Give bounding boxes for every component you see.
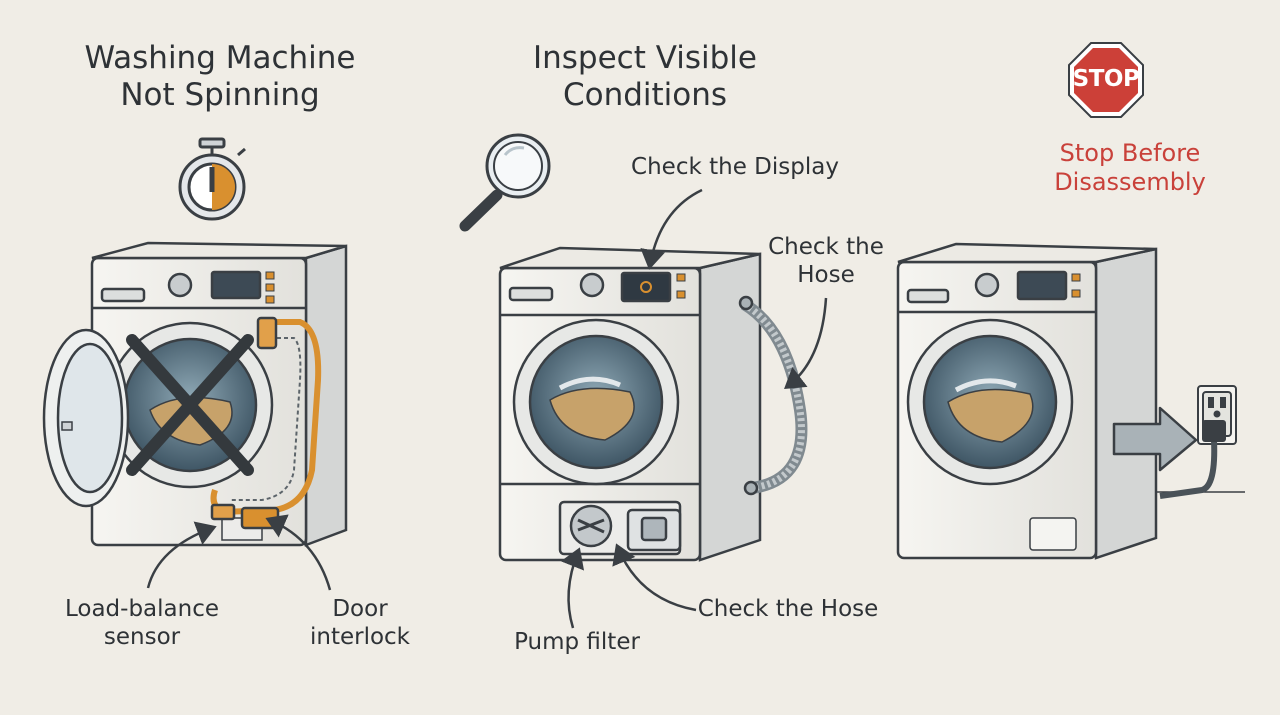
hose-top-label-line1: Check the xyxy=(768,234,884,260)
arrow-right-icon xyxy=(1112,406,1198,472)
panel2-title-line1: Inspect Visible xyxy=(532,40,757,76)
cross-mark-icon xyxy=(126,334,254,476)
check-hose-top-label: Check the Hose xyxy=(752,234,900,289)
panel2-title-line2: Conditions xyxy=(562,77,728,114)
power-cord xyxy=(1159,420,1226,499)
magnifying-glass-icon xyxy=(459,133,551,232)
washer-unplugged xyxy=(896,242,1158,560)
panel2-title: Inspect Visible Conditions xyxy=(490,40,800,114)
pump-filter-label: Pump filter xyxy=(514,629,640,655)
panel1-title: Washing Machine Not Spinning xyxy=(70,40,370,114)
door-label-line2: interlock xyxy=(309,623,411,650)
sensor-pointer-arrow xyxy=(146,521,217,589)
stop-sign-icon xyxy=(1068,42,1144,118)
panel1-title-line2: Not Spinning xyxy=(120,77,320,114)
sensor-label-line1: Load-balance xyxy=(64,596,220,622)
washer-inspection xyxy=(498,246,808,562)
sensor-label-line2: sensor xyxy=(103,623,181,650)
stop-sign-text: STOP xyxy=(1072,66,1140,92)
warning-line1: Stop Before xyxy=(1059,139,1201,167)
warning-line2: Disassembly xyxy=(1054,167,1206,196)
interlock-pointer-arrow xyxy=(265,514,332,591)
hose-bottom-pointer-arrow xyxy=(612,543,697,612)
stop-before-disassembly-warning: Stop Before Disassembly xyxy=(1030,139,1230,197)
stopwatch-icon xyxy=(178,137,246,221)
hose-top-label-line2: Hose xyxy=(797,261,855,288)
check-display-label: Check the Display xyxy=(631,154,839,180)
door-interlock-label: Door interlock xyxy=(290,596,430,651)
hose-top-pointer-arrow xyxy=(784,297,828,390)
check-hose-bottom-label: Check the Hose xyxy=(697,596,879,622)
panel1-title-line1: Washing Machine xyxy=(84,40,356,76)
display-pointer-arrow xyxy=(640,188,703,270)
door-label-line1: Door xyxy=(332,596,388,622)
load-balance-sensor-label: Load-balance sensor xyxy=(52,596,232,651)
pump-pointer-arrow xyxy=(560,547,585,629)
